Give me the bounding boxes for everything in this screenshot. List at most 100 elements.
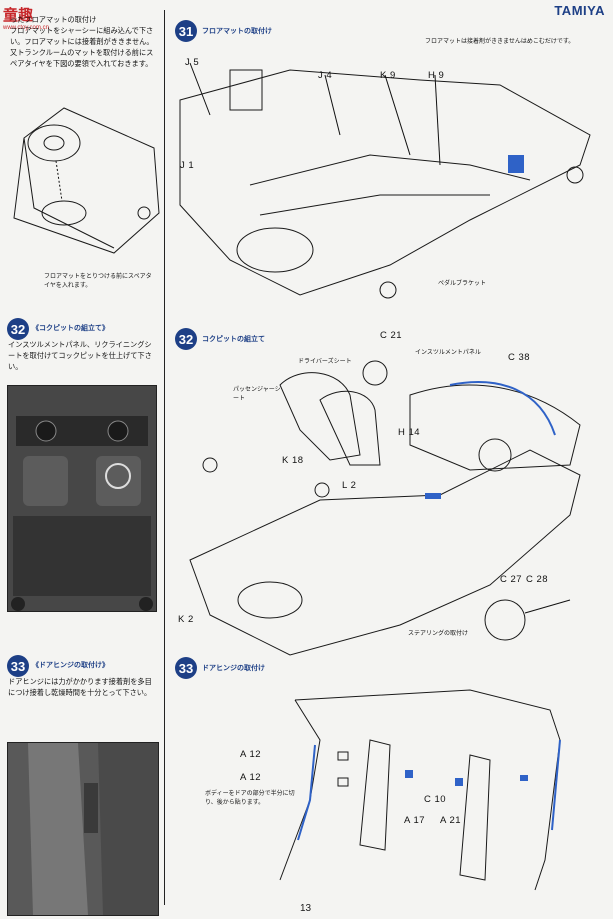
floor-pan-rib-2 [259, 194, 490, 216]
passenger-seat-back [279, 372, 361, 461]
step-33-badge-left: 33 [7, 655, 29, 677]
steering-column [524, 599, 571, 614]
part-c10: C 10 [424, 794, 447, 805]
part-c28: C 28 [526, 574, 549, 585]
hinge-c10-left [405, 770, 413, 778]
right-door-panel [459, 754, 491, 881]
step-31-badge: 31 [175, 20, 197, 42]
spare-tire-illustration [13, 107, 160, 254]
step-33-badge-right: 33 [175, 657, 197, 679]
body-frame-top [294, 689, 561, 891]
body-frame-left [279, 699, 321, 881]
cockpit-tub-outline [189, 449, 581, 656]
step-32-number-right: 32 [178, 331, 194, 347]
step-32-title-left: 《コクピットの組立て》 [32, 324, 109, 332]
step-33-title-left: 《ドアヒンジの取付け》 [32, 661, 109, 669]
left-door-panel [359, 739, 391, 851]
rear-box [229, 69, 263, 111]
blue-dash-highlight [449, 381, 556, 436]
door-hinge-photo [7, 742, 159, 916]
step-33-number-left: 33 [10, 658, 26, 674]
leader-j4 [324, 74, 341, 136]
driver-seat [319, 390, 381, 466]
step-31-number: 31 [178, 23, 194, 39]
part-a12-top: A 12 [240, 749, 262, 760]
step-32-badge-left: 32 [7, 318, 29, 340]
hinge-c10-right [455, 778, 463, 786]
part-h14: H 14 [398, 427, 421, 438]
step-32-badge-right: 32 [175, 328, 197, 350]
step-31-note: フロアマットは接着剤がききませんはめこむだけです。 [425, 38, 575, 45]
floor-mat-intro: ったフロアマットの取付け フロアマットをシャーシーに組み込んで下さい。フロアマッ… [10, 15, 154, 68]
part-a21: A 21 [440, 815, 462, 826]
tire-well [41, 200, 87, 226]
steering-wheel [478, 438, 512, 472]
spare-tire [27, 124, 81, 162]
watermark-title: 童趣 [3, 6, 34, 24]
body-note: ボディーをドアの部分で半分に切り、後から貼ります。 [205, 790, 295, 806]
watermark-url: www.ctoy.com.cn [3, 25, 49, 31]
step-32-number: 32 [10, 321, 26, 337]
part-k18: K 18 [282, 455, 304, 466]
cockpit-photo-detail [8, 386, 156, 611]
step-31-title: フロアマットの取付け [202, 27, 272, 35]
part-j5: J 5 [185, 57, 200, 68]
leader-h9 [434, 74, 441, 166]
door-hinge-photo-detail [8, 743, 158, 915]
part-k9: K 9 [380, 70, 396, 81]
step-32-title-right: コクピットの組立て [202, 335, 265, 343]
c21-knob [362, 360, 388, 386]
step-33-title-right: ドアヒンジの取付け [202, 664, 265, 672]
step-33-text-left: ドアヒンジには力がかかります接着剤を多目につけ接着し乾燥時間を十分とって下さい。 [8, 677, 152, 697]
k18-peg-2 [314, 482, 330, 498]
floor-pan-outline [179, 69, 591, 296]
part-a17: A 17 [404, 815, 426, 826]
part-l2: L 2 [342, 480, 357, 491]
placement-guide [55, 160, 63, 202]
passenger-seat-label: パッセンジャーシート [233, 386, 281, 402]
hinge-blue-right [520, 775, 528, 781]
driver-seat-label: ドライバーズシート [298, 358, 352, 365]
blue-h14-marker [425, 493, 441, 499]
part-h9: H 9 [428, 70, 445, 81]
part-c21: C 21 [380, 330, 403, 341]
wheel-stub-rear [379, 281, 397, 299]
instrument-panel-label: インスツルメントパネル [415, 349, 481, 356]
page-number: 13 [300, 903, 312, 914]
trunk-floor-shape [13, 107, 160, 254]
instrument-panel [409, 384, 581, 471]
steering-detail-wheel [484, 599, 526, 641]
trunk-wall-line [23, 137, 115, 249]
floor-well [237, 581, 303, 619]
door-hinge-diagram [279, 689, 561, 891]
cockpit-photo [7, 385, 157, 612]
spare-caption: フロアマットをとりつける前にスペアタイヤを入れます。 [44, 273, 152, 289]
part-k2: K 2 [178, 614, 194, 625]
spare-well [236, 227, 314, 273]
spare-tire-hub [43, 135, 65, 151]
part-c27: C 27 [500, 574, 523, 585]
floor-pan-diagram [179, 62, 591, 299]
hinge-a12-lower [337, 777, 349, 787]
part-j1: J 1 [180, 160, 195, 171]
pedal-bracket-label: ペダルブラケット [438, 280, 487, 287]
step-32-text-left: インスツルメントパネル、リクライニングシートを取付けてコックピットを仕上げて下さ… [8, 340, 152, 371]
leader-j5 [189, 62, 211, 116]
step-33-number-right: 33 [178, 660, 194, 676]
blue-tab-marker [508, 155, 524, 173]
steering-label: ステアリングの取付け [408, 630, 469, 637]
hinge-a12-upper [337, 751, 349, 761]
wheel-stub [137, 206, 151, 220]
part-a12-bottom: A 12 [240, 772, 262, 783]
brand-logo: TAMIYA [554, 3, 605, 18]
leader-k9 [384, 74, 411, 156]
k18-peg-1 [202, 457, 218, 473]
floor-pan-rib-1 [249, 154, 531, 186]
part-c38: C 38 [508, 352, 531, 363]
left-cut-line [297, 744, 316, 841]
right-cut-line [551, 739, 561, 831]
watermark-logo: 童趣 www.ctoy.com.cn [3, 4, 49, 31]
column-divider [164, 10, 165, 905]
cockpit-diagram [189, 360, 581, 656]
wheel-stub-front [566, 166, 584, 184]
